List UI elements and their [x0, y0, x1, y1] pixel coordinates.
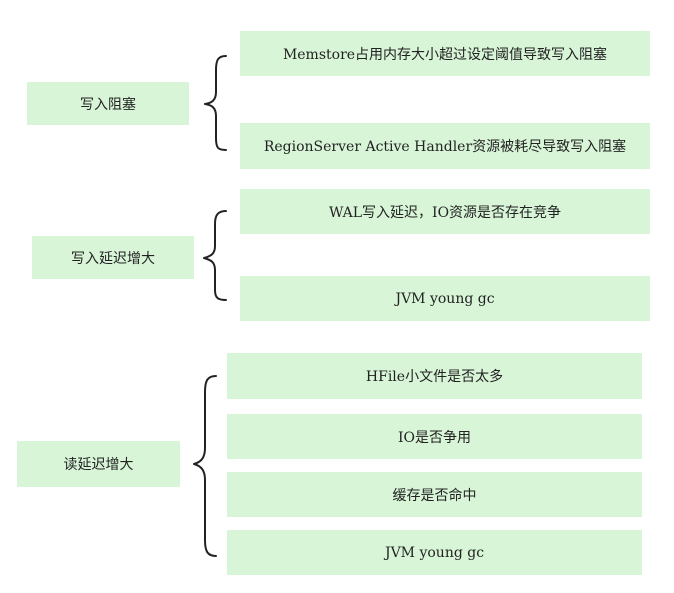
category-read-latency: 读延迟增大	[17, 441, 180, 487]
cause-io-contention: IO是否争用	[227, 414, 642, 459]
cause-regionserver-handler: RegionServer Active Handler资源被耗尽导致写入阻塞	[240, 123, 650, 169]
brace-1	[204, 55, 227, 151]
cause-wal-latency: WAL写入延迟，IO资源是否存在竞争	[240, 189, 650, 234]
brace-2	[203, 210, 227, 301]
cause-jvm-gc-read: JVM young gc	[227, 530, 642, 575]
category-write-latency: 写入延迟增大	[32, 236, 194, 279]
cause-jvm-gc-write: JVM young gc	[240, 276, 650, 321]
cause-hfile-small-files: HFile小文件是否太多	[227, 353, 642, 399]
cause-cache-hit: 缓存是否命中	[227, 472, 642, 517]
cause-memstore: Memstore占用内存大小超过设定阈值导致写入阻塞	[240, 31, 650, 76]
category-write-blocking: 写入阻塞	[27, 82, 189, 125]
brace-3	[193, 375, 217, 557]
